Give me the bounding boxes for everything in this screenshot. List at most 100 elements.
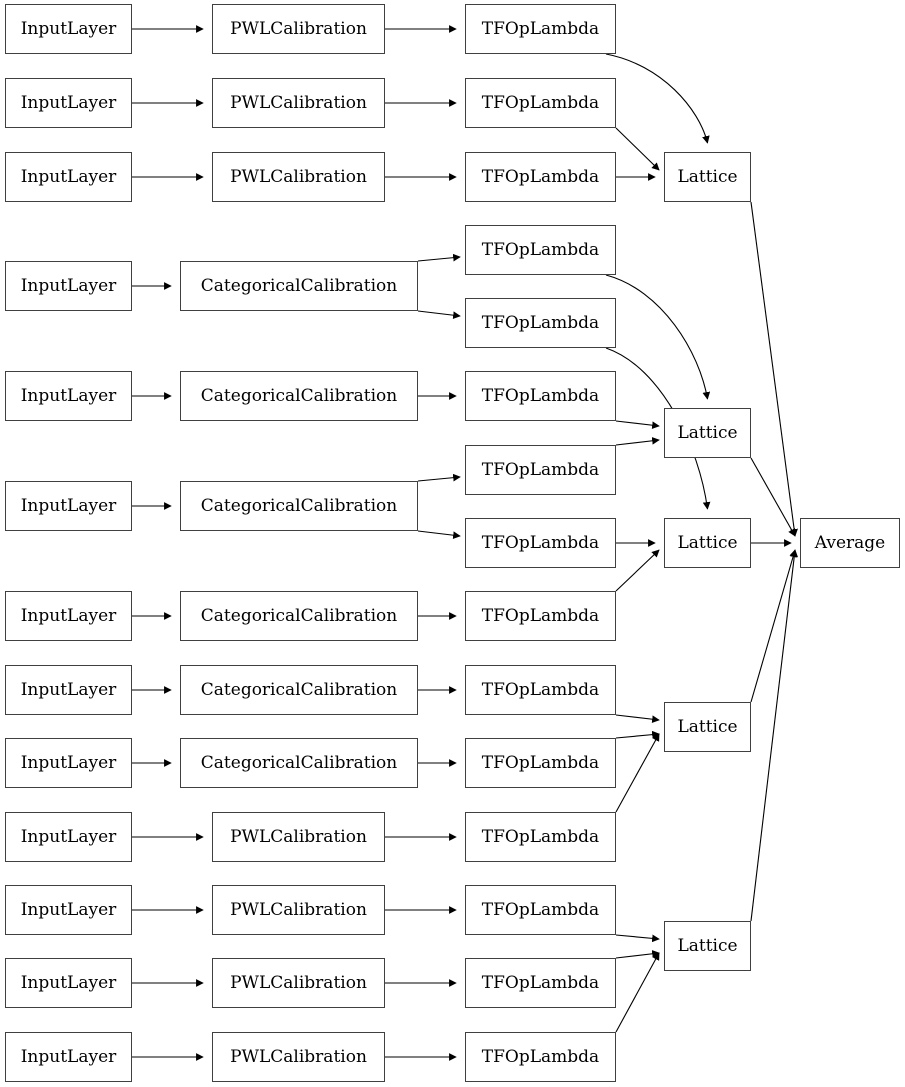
node-label: Lattice xyxy=(677,166,738,187)
node-op15[interactable]: TFOpLambda xyxy=(465,1032,616,1082)
node-cal7[interactable]: CategoricalCalibration xyxy=(180,591,418,641)
edge-op10-to-lat4 xyxy=(615,714,660,724)
edge-cal6-to-op8 xyxy=(417,530,461,540)
edge-lat4-to-avg xyxy=(750,549,797,703)
node-label: InputLayer xyxy=(20,92,117,113)
node-label: InputLayer xyxy=(20,605,117,626)
edge-op1-to-lat1 xyxy=(605,53,710,144)
node-cal9[interactable]: CategoricalCalibration xyxy=(180,738,418,788)
node-in12[interactable]: InputLayer xyxy=(5,958,132,1008)
node-op10[interactable]: TFOpLambda xyxy=(465,665,616,715)
node-label: InputLayer xyxy=(20,1046,117,1067)
edge-op6-to-lat2 xyxy=(615,420,660,430)
node-label: CategoricalCalibration xyxy=(200,275,398,296)
node-cal4[interactable]: CategoricalCalibration xyxy=(180,261,418,311)
node-label: Average xyxy=(814,532,886,553)
node-op13[interactable]: TFOpLambda xyxy=(465,885,616,935)
node-cal2[interactable]: PWLCalibration xyxy=(212,78,385,128)
node-label: PWLCalibration xyxy=(230,972,367,993)
node-in8[interactable]: InputLayer xyxy=(5,665,132,715)
node-cal5[interactable]: CategoricalCalibration xyxy=(180,371,418,421)
node-in10[interactable]: InputLayer xyxy=(5,812,132,862)
node-label: InputLayer xyxy=(20,166,117,187)
node-label: CategoricalCalibration xyxy=(200,679,398,700)
node-label: InputLayer xyxy=(20,972,117,993)
node-label: PWLCalibration xyxy=(230,899,367,920)
node-op7[interactable]: TFOpLambda xyxy=(465,445,616,495)
node-in9[interactable]: InputLayer xyxy=(5,738,132,788)
node-cal3[interactable]: PWLCalibration xyxy=(212,152,385,202)
node-lat1[interactable]: Lattice xyxy=(664,152,751,202)
node-in11[interactable]: InputLayer xyxy=(5,885,132,935)
edge-cal4-to-op4 xyxy=(417,253,461,262)
node-label: PWLCalibration xyxy=(230,18,367,39)
node-op9[interactable]: TFOpLambda xyxy=(465,591,616,641)
node-label: TFOpLambda xyxy=(481,1046,600,1067)
node-label: InputLayer xyxy=(20,495,117,516)
node-label: TFOpLambda xyxy=(481,459,600,480)
node-label: TFOpLambda xyxy=(481,532,600,553)
node-in13[interactable]: InputLayer xyxy=(5,1032,132,1082)
node-lat4[interactable]: Lattice xyxy=(664,702,751,752)
node-in6[interactable]: InputLayer xyxy=(5,481,132,531)
edge-cal4-to-op5 xyxy=(417,310,461,320)
node-cal8[interactable]: CategoricalCalibration xyxy=(180,665,418,715)
node-label: TFOpLambda xyxy=(481,679,600,700)
node-label: TFOpLambda xyxy=(481,385,600,406)
node-op1[interactable]: TFOpLambda xyxy=(465,4,616,54)
node-op2[interactable]: TFOpLambda xyxy=(465,78,616,128)
edge-lat1-to-avg xyxy=(750,201,798,537)
node-in5[interactable]: InputLayer xyxy=(5,371,132,421)
node-cal1[interactable]: PWLCalibration xyxy=(212,4,385,54)
node-label: PWLCalibration xyxy=(230,826,367,847)
edge-lat5-to-avg xyxy=(750,549,799,922)
node-label: Lattice xyxy=(677,716,738,737)
node-op4[interactable]: TFOpLambda xyxy=(465,225,616,275)
node-label: InputLayer xyxy=(20,899,117,920)
node-in1[interactable]: InputLayer xyxy=(5,4,132,54)
node-op14[interactable]: TFOpLambda xyxy=(465,958,616,1008)
node-label: TFOpLambda xyxy=(481,18,600,39)
edge-op15-to-lat5 xyxy=(615,952,660,1033)
node-avg[interactable]: Average xyxy=(800,518,900,568)
node-in3[interactable]: InputLayer xyxy=(5,152,132,202)
node-lat5[interactable]: Lattice xyxy=(664,921,751,971)
node-in4[interactable]: InputLayer xyxy=(5,261,132,311)
node-cal10[interactable]: PWLCalibration xyxy=(212,812,385,862)
node-label: TFOpLambda xyxy=(481,752,600,773)
node-op12[interactable]: TFOpLambda xyxy=(465,812,616,862)
node-cal11[interactable]: PWLCalibration xyxy=(212,885,385,935)
edge-op11-to-lat4 xyxy=(615,730,660,739)
node-label: InputLayer xyxy=(20,752,117,773)
node-label: CategoricalCalibration xyxy=(200,495,398,516)
node-label: TFOpLambda xyxy=(481,166,600,187)
node-label: InputLayer xyxy=(20,679,117,700)
node-lat3[interactable]: Lattice xyxy=(664,518,751,568)
node-label: TFOpLambda xyxy=(481,972,600,993)
edge-cal6-to-op7 xyxy=(417,473,461,482)
edge-op2-to-lat1 xyxy=(615,127,660,171)
edge-op12-to-lat4 xyxy=(615,733,660,813)
node-label: TFOpLambda xyxy=(481,239,600,260)
node-op5[interactable]: TFOpLambda xyxy=(465,298,616,348)
node-cal13[interactable]: PWLCalibration xyxy=(212,1032,385,1082)
node-cal12[interactable]: PWLCalibration xyxy=(212,958,385,1008)
node-in7[interactable]: InputLayer xyxy=(5,591,132,641)
node-lat2[interactable]: Lattice xyxy=(664,408,751,458)
node-op11[interactable]: TFOpLambda xyxy=(465,738,616,788)
node-label: InputLayer xyxy=(20,18,117,39)
node-op3[interactable]: TFOpLambda xyxy=(465,152,616,202)
node-in2[interactable]: InputLayer xyxy=(5,78,132,128)
node-label: Lattice xyxy=(677,422,738,443)
node-label: PWLCalibration xyxy=(230,92,367,113)
node-op8[interactable]: TFOpLambda xyxy=(465,518,616,568)
edge-op9-to-lat3 xyxy=(615,549,660,592)
node-label: InputLayer xyxy=(20,385,117,406)
node-label: TFOpLambda xyxy=(481,826,600,847)
node-label: TFOpLambda xyxy=(481,312,600,333)
node-cal6[interactable]: CategoricalCalibration xyxy=(180,481,418,531)
node-op6[interactable]: TFOpLambda xyxy=(465,371,616,421)
node-label: Lattice xyxy=(677,935,738,956)
